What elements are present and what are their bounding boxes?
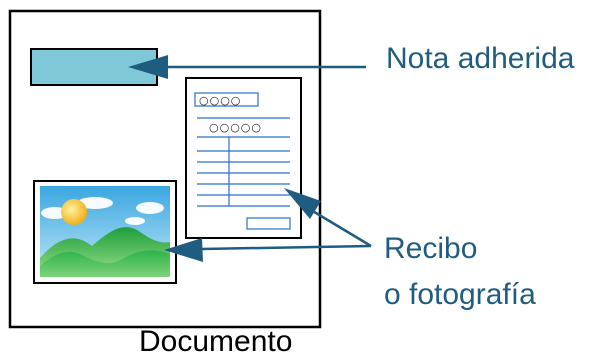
photograph: [33, 180, 177, 284]
arrow-sticky-note: [128, 55, 366, 79]
receipt-total-box: [246, 217, 291, 230]
receipt-lines: [197, 117, 290, 207]
receipt-or-photo-label-line1: Recibo: [384, 232, 478, 265]
sticky-note-label: Nota adherida: [386, 42, 575, 75]
receipt-title-circles: ○○○○○: [209, 121, 262, 134]
mountain-front: [40, 250, 170, 277]
document-label: Documento: [139, 325, 293, 358]
arrow-photograph: [164, 238, 372, 262]
receipt-header-box: [194, 92, 259, 107]
sun-icon: [61, 199, 87, 225]
receipt: ○○○○ ○○○○○: [185, 77, 302, 239]
arrow-receipt: [284, 188, 372, 248]
receipt-header-circles: ○○○○: [199, 94, 241, 107]
receipt-or-photo-label-line2: o fotografía: [384, 278, 536, 311]
cloud-icon: [41, 197, 164, 225]
